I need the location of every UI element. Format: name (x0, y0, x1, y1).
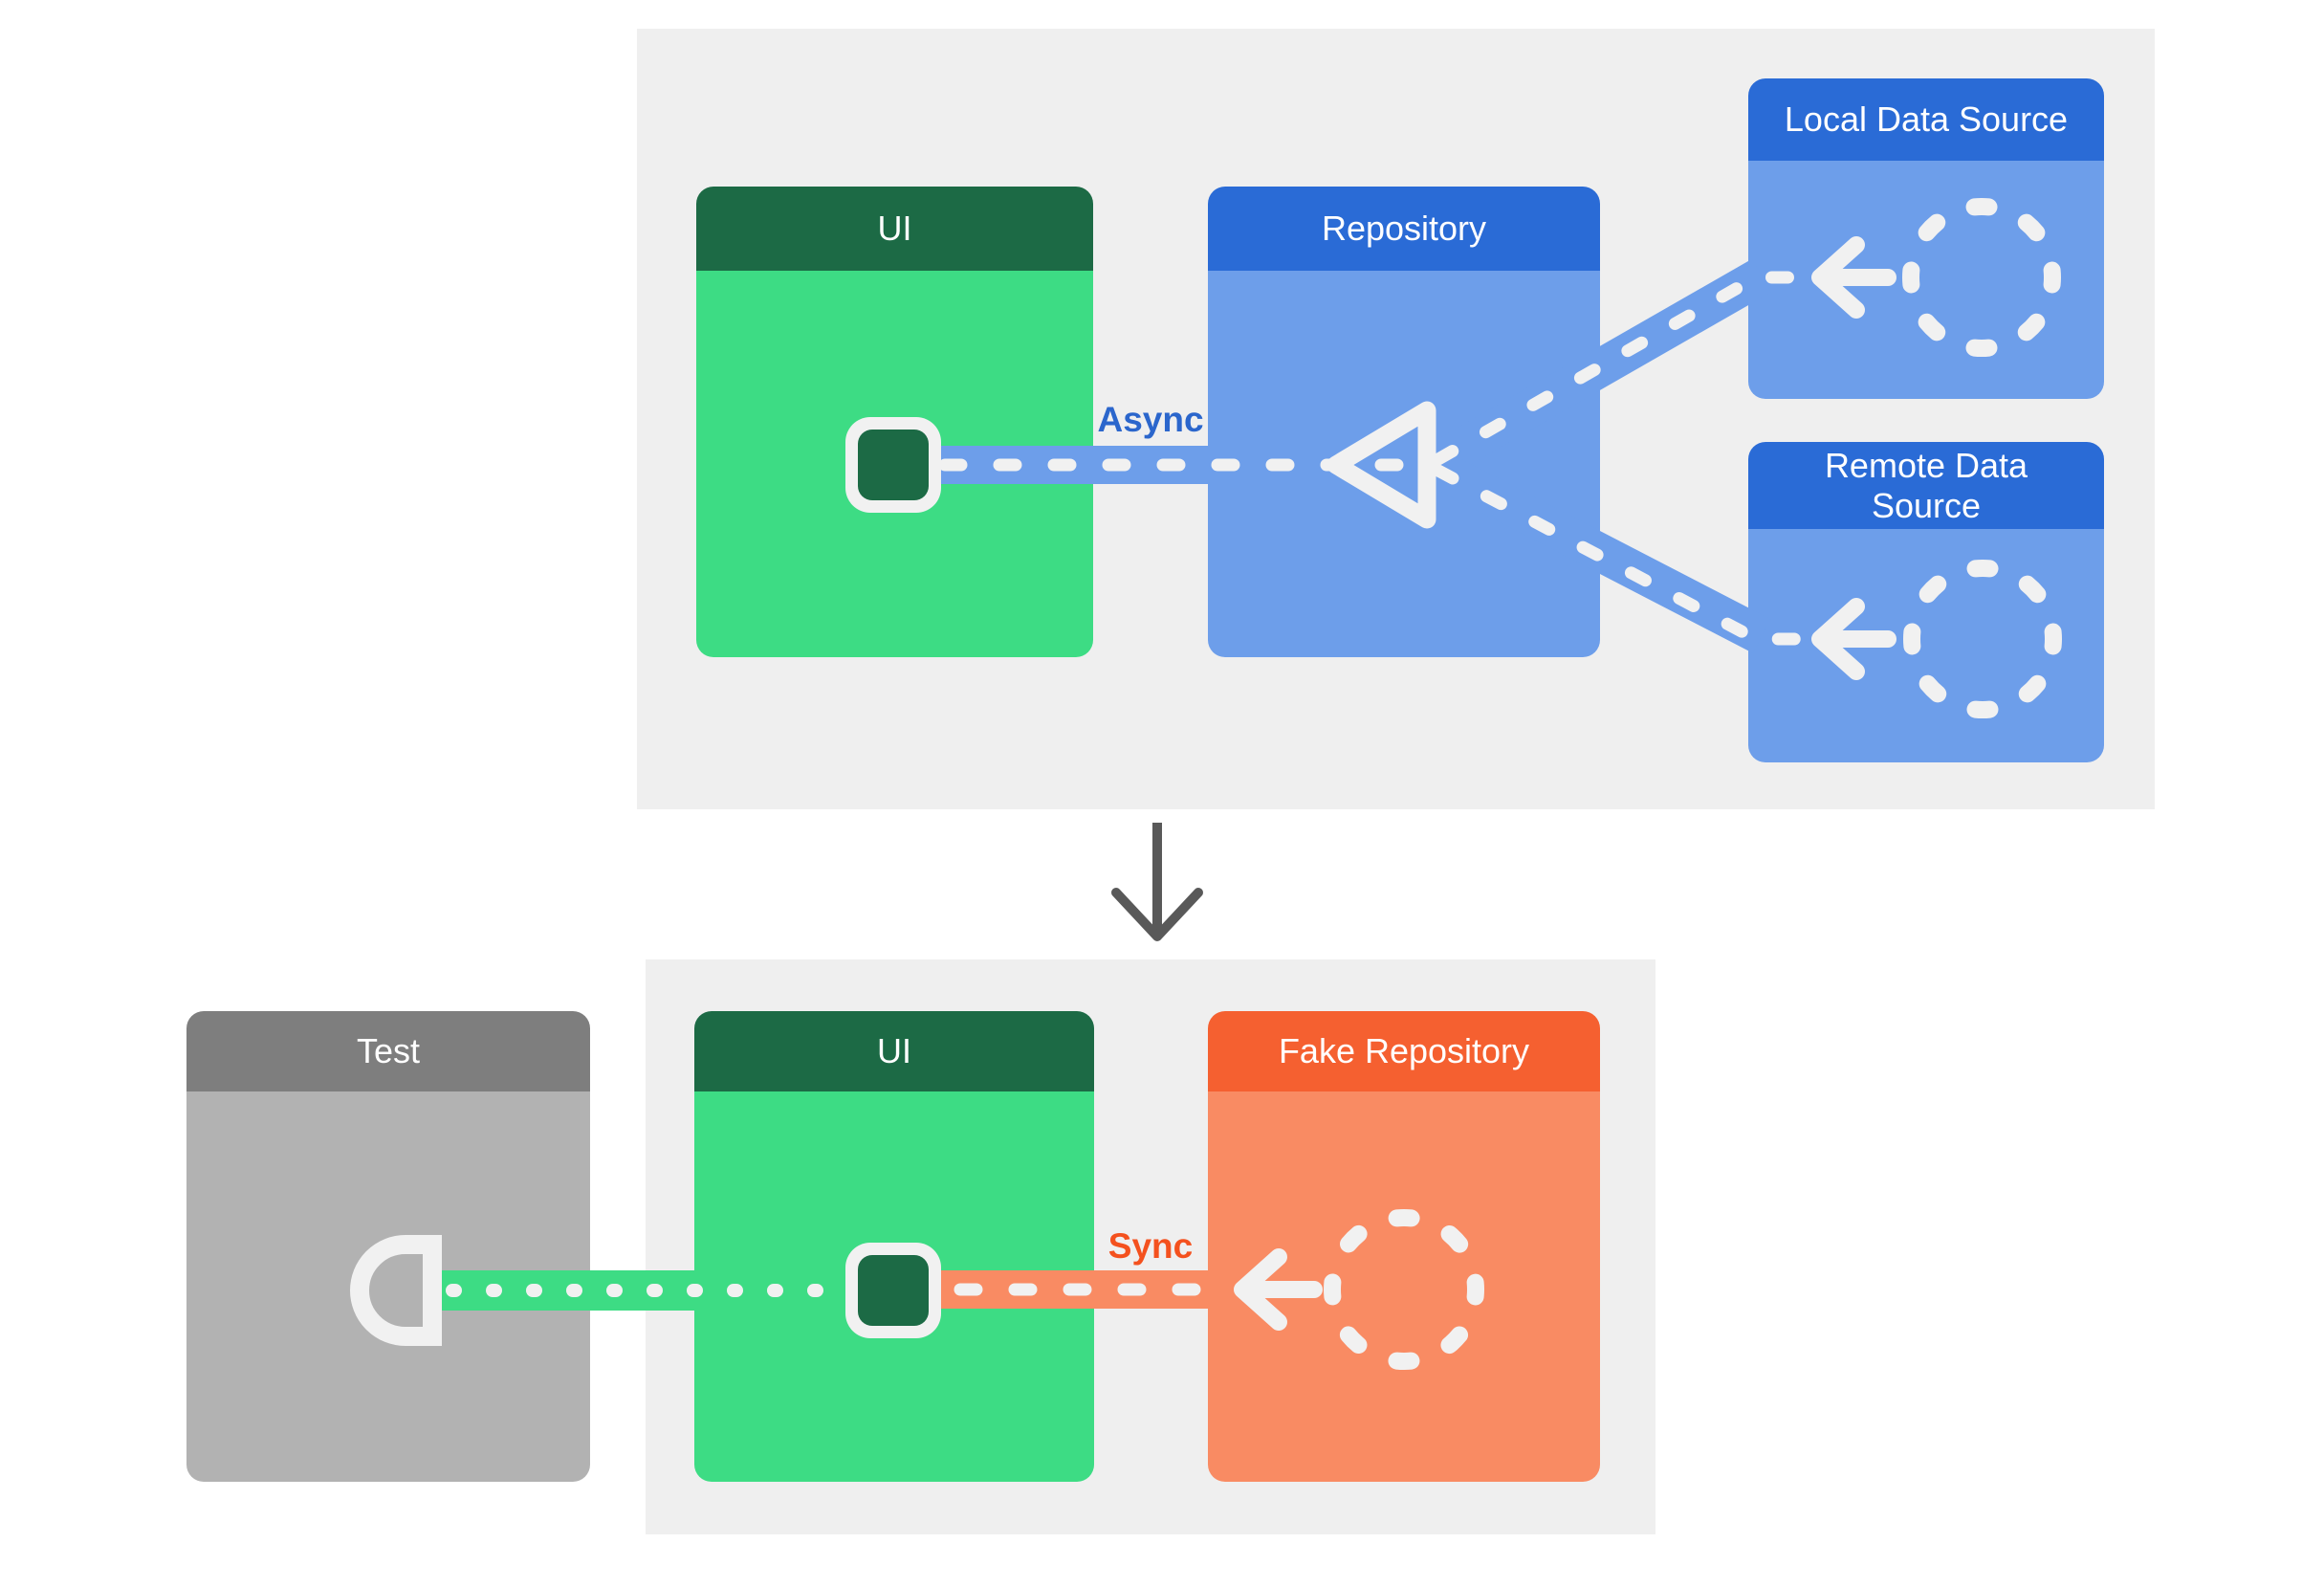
test-box-header: Test (186, 1011, 590, 1091)
remote-data-source-box: Remote Data Source (1748, 442, 2104, 762)
ui-box-body (696, 271, 1093, 657)
ui-box-title: UI (877, 209, 912, 248)
test-box-body (186, 1091, 590, 1482)
sync-connection-label: Sync (1107, 1226, 1194, 1266)
local-data-source-box: Local Data Source (1748, 78, 2104, 399)
fake-repository-body (1208, 1091, 1600, 1482)
ui-box-under-test-title: UI (877, 1031, 911, 1070)
fake-repository-title: Fake Repository (1278, 1031, 1530, 1070)
remote-data-source-header: Remote Data Source (1748, 442, 2104, 529)
local-data-source-title: Local Data Source (1784, 99, 2069, 139)
test-box-title: Test (356, 1031, 421, 1070)
remote-data-source-body (1748, 529, 2104, 762)
repository-box-body (1208, 271, 1600, 657)
ui-box-under-test-body (694, 1091, 1094, 1482)
fake-repository-header: Fake Repository (1208, 1011, 1600, 1091)
repository-box-title: Repository (1321, 209, 1487, 248)
ui-box-under-test-header: UI (694, 1011, 1094, 1091)
local-data-source-body (1748, 161, 2104, 399)
remote-data-source-title: Remote Data Source (1824, 445, 2028, 525)
local-data-source-header: Local Data Source (1748, 78, 2104, 161)
flow-down-arrow-icon (1111, 823, 1203, 941)
repository-box-header: Repository (1208, 187, 1600, 271)
async-connection-label: Async (1097, 400, 1204, 439)
ui-box-header: UI (696, 187, 1093, 271)
test-box: Test (186, 1011, 590, 1482)
